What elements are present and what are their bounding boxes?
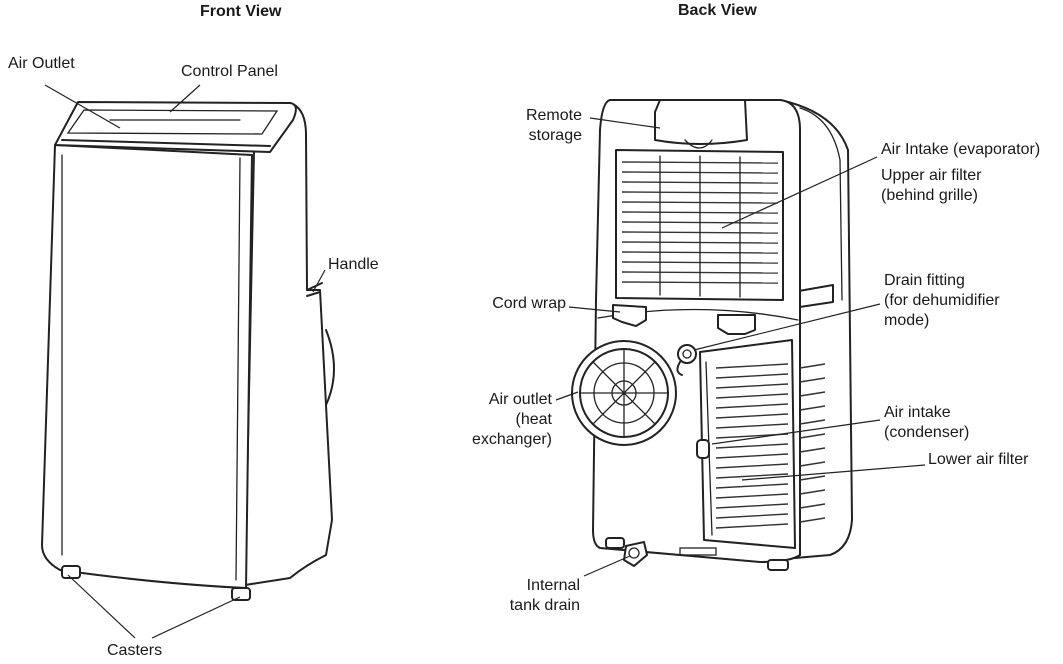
upper-grille (621, 155, 779, 298)
tank-drain (623, 541, 648, 567)
cord-wrap-hook-left (612, 304, 647, 327)
label-upper-air-filter: Upper air filter (behind grille) (881, 167, 982, 204)
label-air-intake-evaporator: Air Intake (evaporator) (881, 141, 1041, 158)
back-view-title: Back View (678, 2, 757, 19)
drain-fitting (677, 344, 697, 364)
label-air-outlet-heat-exchanger: Air outlet (heat exchanger) (471, 391, 552, 448)
cord-wrap-hook-right (717, 314, 756, 335)
label-control-panel: Control Panel (181, 63, 278, 80)
label-handle: Handle (328, 256, 379, 273)
label-remote-storage: Remote storage (525, 107, 582, 144)
front-caster-right (231, 587, 251, 601)
front-view-title: Front View (200, 3, 282, 20)
back-caster-right (767, 559, 789, 571)
front-unit (41, 101, 335, 601)
label-lower-air-filter: Lower air filter (928, 451, 1029, 468)
lower-grille (715, 363, 789, 529)
label-cord-wrap: Cord wrap (492, 295, 566, 312)
label-air-intake-condenser: Air intake (condenser) (884, 404, 970, 441)
label-drain-fitting: Drain fitting (for dehumidifier mode) (884, 272, 1000, 329)
back-caster-left (605, 537, 625, 549)
front-caster-left (61, 565, 81, 579)
label-air-outlet: Air Outlet (8, 55, 75, 72)
label-internal-tank-drain: Internal tank drain (509, 577, 580, 614)
label-casters: Casters (107, 642, 163, 659)
side-intake-grille (799, 363, 826, 523)
back-unit (571, 99, 853, 571)
